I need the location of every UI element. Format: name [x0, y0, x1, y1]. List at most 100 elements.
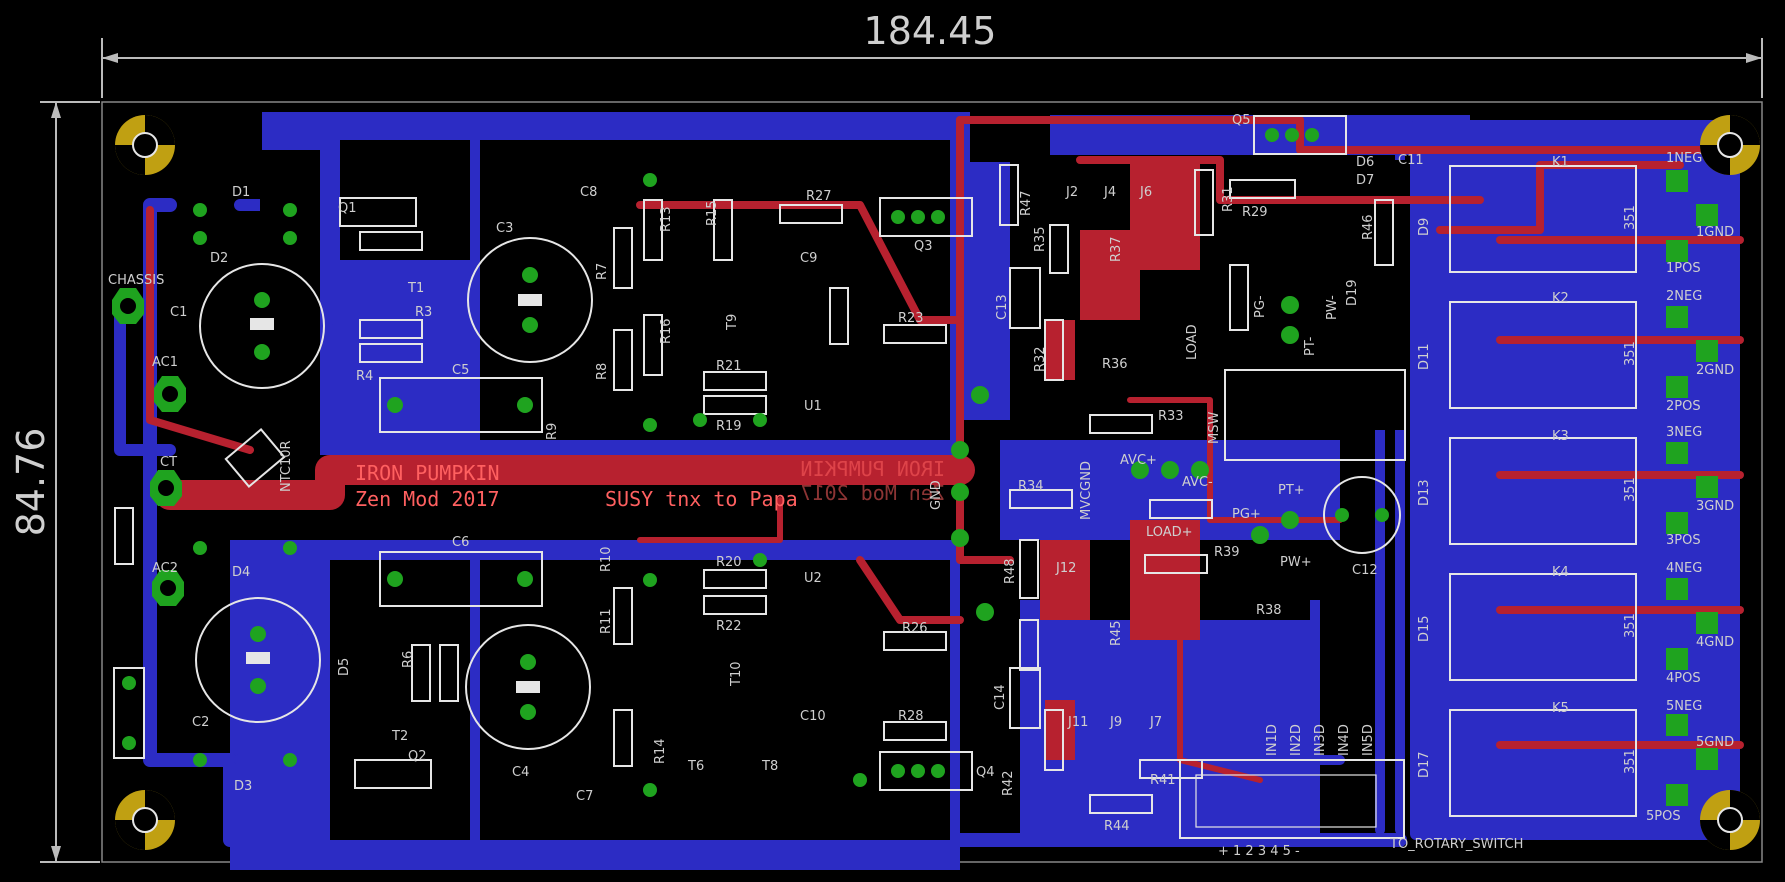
label-msw: MSW	[1207, 412, 1222, 444]
label-r23: R23	[898, 311, 924, 326]
relay-k1	[1449, 165, 1637, 273]
board-subtitle: Zen Mod 2017	[355, 487, 500, 511]
relay-k3	[1449, 437, 1637, 545]
label-1neg: 1NEG	[1666, 151, 1702, 166]
label-c8: C8	[580, 185, 597, 200]
c-bypass-outline	[113, 667, 145, 759]
label-5pos: 5POS	[1646, 809, 1681, 824]
label-d6: D6	[1356, 155, 1374, 170]
label-j7: J7	[1149, 715, 1162, 730]
label-d1: D1	[232, 185, 250, 200]
label-chassis: CHASSIS	[108, 273, 164, 288]
label-d19: D19	[1345, 279, 1360, 306]
label-r28: R28	[898, 709, 924, 724]
label-pg-neg: PG-	[1253, 295, 1268, 318]
label-r46: R46	[1361, 214, 1376, 240]
label-j11: J11	[1067, 715, 1088, 730]
power-input-pads	[112, 288, 186, 606]
label-r47: R47	[1019, 190, 1034, 216]
label-k2: K2	[1552, 291, 1569, 306]
label-ac1: AC1	[152, 355, 178, 370]
ntc-thermistor	[224, 428, 286, 488]
label-k3: K3	[1552, 429, 1569, 444]
label-r44: R44	[1104, 819, 1130, 834]
label-r9: R9	[545, 423, 560, 440]
label-r34: R34	[1018, 479, 1044, 494]
capacitors-film	[113, 267, 1041, 759]
label-d2: D2	[210, 251, 228, 266]
mounting-hole-top-left	[115, 115, 175, 175]
label-1gnd: 1GND	[1696, 225, 1734, 240]
label-3gnd: 3GND	[1696, 499, 1734, 514]
label-r35: R35	[1033, 226, 1048, 252]
label-gnd: GND	[929, 480, 944, 510]
label-q4: Q4	[976, 765, 995, 780]
capacitors-large	[195, 237, 1401, 750]
height-dimension-label: 84.76	[9, 428, 53, 537]
label-load-pos: LOAD+	[1146, 525, 1193, 540]
label-c6: C6	[452, 535, 469, 550]
label-2pos: 2POS	[1666, 399, 1701, 414]
label-r42: R42	[1001, 770, 1016, 796]
c4-outline	[465, 624, 591, 750]
label-r33: R33	[1158, 409, 1184, 424]
label-t9: T9	[725, 314, 740, 331]
rotary-pin-numbers: + 1 2 3 4 5 -	[1218, 844, 1300, 859]
label-c5: C5	[452, 363, 469, 378]
label-r4: R4	[356, 369, 373, 384]
dimension-height: 84.76	[9, 101, 100, 863]
c1-outline	[199, 263, 325, 389]
label-r36: R36	[1102, 357, 1128, 372]
label-t2: T2	[391, 729, 408, 744]
label-r7: R7	[595, 263, 610, 280]
label-t1: T1	[407, 281, 424, 296]
board-subtitle-mirrored: Zen Mod 2017	[801, 481, 946, 505]
transistor-strips	[339, 115, 1347, 791]
label-pw-pos: PW+	[1280, 555, 1312, 570]
label-r20: R20	[716, 555, 742, 570]
board-title-mirrored: IRON PUMPKIN	[801, 457, 946, 481]
c6-outline	[379, 551, 543, 607]
label-j9: J9	[1109, 715, 1122, 730]
label-c4: C4	[512, 765, 529, 780]
label-4gnd: 4GND	[1696, 635, 1734, 650]
label-in3d: IN3D	[1313, 724, 1328, 756]
label-k1: K1	[1552, 155, 1569, 170]
label-c10: C10	[800, 709, 826, 724]
label-load: LOAD	[1185, 324, 1200, 360]
label-pt-pos: PT+	[1278, 483, 1305, 498]
label-t10: T10	[729, 662, 744, 687]
relay-k5	[1449, 709, 1637, 817]
board-credit: SUSY tnx to Papa	[605, 487, 798, 511]
relay-k4	[1449, 573, 1637, 681]
label-q5: Q5	[1232, 113, 1251, 128]
label-r41: R41	[1150, 773, 1176, 788]
label-d4: D4	[232, 565, 250, 580]
label-k5-code: 351	[1623, 749, 1638, 774]
label-r19: R19	[716, 419, 742, 434]
small-pads	[193, 173, 1299, 797]
output-pads	[1666, 170, 1718, 806]
label-q2: Q2	[408, 749, 427, 764]
label-pt-neg: PT-	[1303, 336, 1318, 356]
rotary-switch-header	[1179, 759, 1405, 839]
label-q1: Q1	[338, 201, 357, 216]
label-r14: R14	[653, 738, 668, 764]
label-in2d: IN2D	[1289, 724, 1304, 756]
label-3neg: 3NEG	[1666, 425, 1702, 440]
label-k4-code: 351	[1623, 613, 1638, 638]
label-r6: R6	[401, 651, 416, 668]
label-r16: R16	[659, 318, 674, 344]
label-r27: R27	[806, 189, 832, 204]
label-pw-neg: PW-	[1325, 295, 1340, 320]
label-1pos: 1POS	[1666, 261, 1701, 276]
label-j12: J12	[1055, 561, 1076, 576]
label-avc-pos: AVC+	[1120, 453, 1157, 468]
label-r11: R11	[599, 608, 614, 634]
mounting-holes	[115, 115, 1760, 850]
label-r3: R3	[415, 305, 432, 320]
label-d17: D17	[1417, 751, 1432, 778]
c3-outline	[467, 237, 593, 363]
board-text: IRON PUMPKIN Zen Mod 2017 SUSY tnx to Pa…	[355, 457, 1523, 859]
dimension-width: 184.45	[101, 9, 1763, 98]
